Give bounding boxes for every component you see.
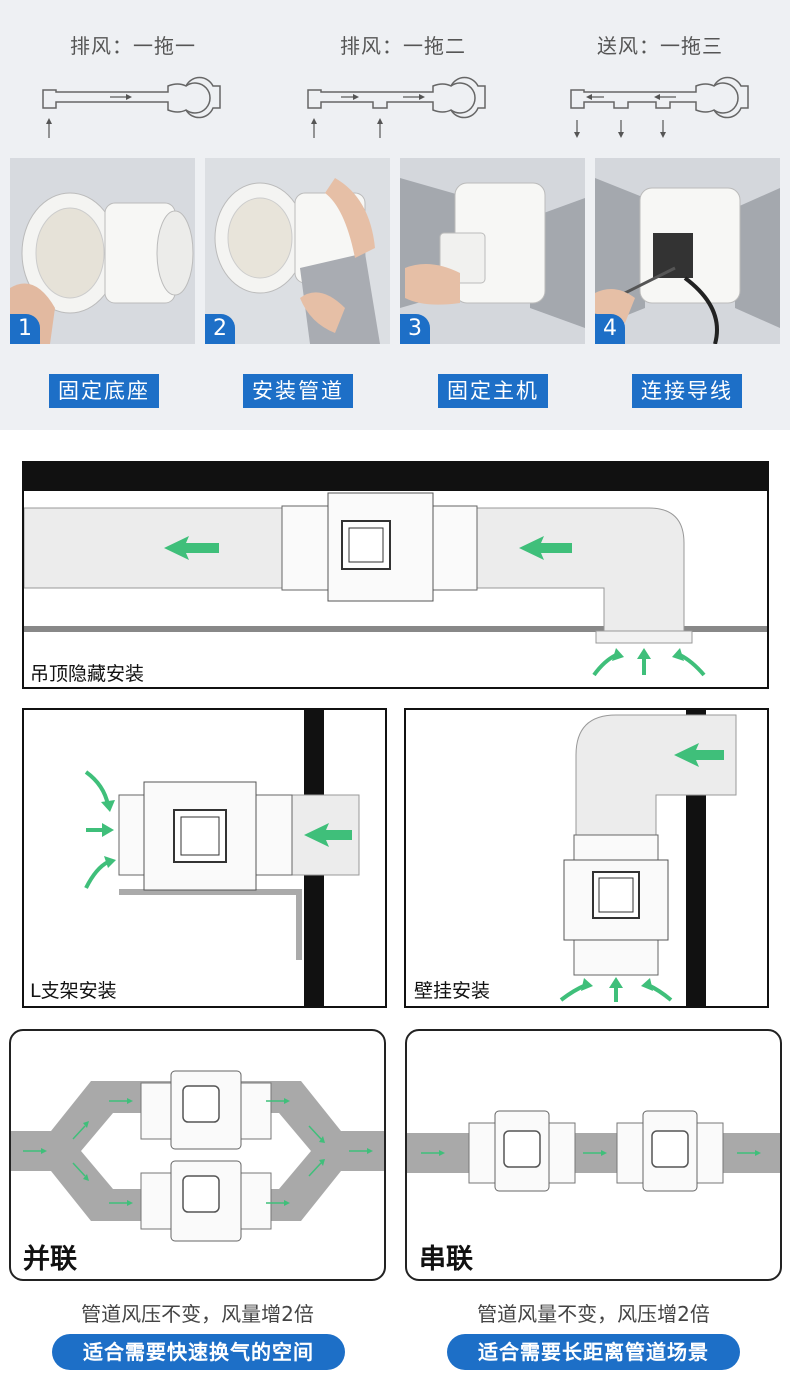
step-photo-3: 3 xyxy=(400,158,585,344)
wall-install-label: 壁挂安装 xyxy=(414,980,491,1002)
diagram-title-exhaust-2: 排风：一拖二 xyxy=(340,34,466,58)
parallel-label: 并联 xyxy=(23,1244,77,1275)
series-duct-diagram xyxy=(407,1110,780,1192)
step-number-badge: 3 xyxy=(400,314,430,344)
diagram-title-supply-3: 送风：一拖三 xyxy=(597,34,723,58)
step-label-fix-unit: 固定主机 xyxy=(438,374,548,408)
bracket-install-panel: L支架安装 xyxy=(22,708,387,1008)
series-caption: 管道风量不变，风压增2倍 xyxy=(477,1302,710,1326)
duct-diagram-one-branch xyxy=(42,76,221,138)
duct-diagram-two-branch xyxy=(307,76,486,138)
diagram-title-exhaust-1: 排风：一拖一 xyxy=(70,34,196,58)
series-label: 串联 xyxy=(419,1244,473,1275)
series-usage-pill: 适合需要长距离管道场景 xyxy=(447,1334,740,1370)
wall-install-panel: 壁挂安装 xyxy=(404,708,769,1008)
ceiling-install-diagram xyxy=(24,463,767,677)
duct-diagram-three-branch xyxy=(570,76,749,138)
bracket-install-diagram xyxy=(84,710,360,1006)
parallel-duct-diagram xyxy=(11,1070,384,1242)
series-connection-panel: 串联 xyxy=(405,1029,782,1281)
fan-base-illustration xyxy=(10,158,195,344)
parallel-usage-pill: 适合需要快速换气的空间 xyxy=(52,1334,345,1370)
step-label-connect-wire: 连接导线 xyxy=(632,374,742,408)
parallel-connection-panel: 并联 xyxy=(9,1029,386,1281)
step-photo-2: 2 xyxy=(205,158,390,344)
bracket-install-label: L支架安装 xyxy=(30,980,117,1002)
ceiling-install-panel: 吊顶隐藏安装 xyxy=(22,461,769,689)
step-number-badge: 2 xyxy=(205,314,235,344)
step-number-badge: 4 xyxy=(595,314,625,344)
step-number-badge: 1 xyxy=(10,314,40,344)
fan-mount-illustration xyxy=(400,158,585,344)
wiring-illustration xyxy=(595,158,780,344)
parallel-caption: 管道风压不变，风量增2倍 xyxy=(81,1302,314,1326)
step-label-fix-base: 固定底座 xyxy=(49,374,159,408)
step-label-install-duct: 安装管道 xyxy=(243,374,353,408)
duct-install-illustration xyxy=(205,158,390,344)
step-photo-1: 1 xyxy=(10,158,195,344)
step-photo-4: 4 xyxy=(595,158,780,344)
ceiling-install-label: 吊顶隐藏安装 xyxy=(30,663,145,685)
wall-install-diagram xyxy=(559,710,737,1006)
